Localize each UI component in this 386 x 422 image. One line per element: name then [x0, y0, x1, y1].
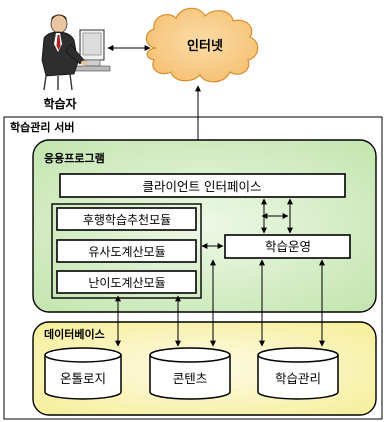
- client-interface-box: [59, 173, 346, 198]
- client-interface-label: 클라이언트 인터페이스: [143, 179, 262, 194]
- database-ontology-cylinder: [44, 347, 122, 400]
- person-at-computer-icon: [41, 14, 111, 91]
- module-box-successive: [56, 207, 197, 231]
- module-label-successive: 후행학습추천모듈: [83, 212, 171, 227]
- learning-operation-box: [224, 234, 351, 259]
- module-group: [51, 203, 202, 299]
- learning-operation-label: 학습운영: [265, 239, 311, 254]
- internet-cloud: [145, 7, 259, 83]
- database-learning-management-label: 학습관리: [275, 371, 321, 386]
- module-label-difficulty: 난이도계산모듈: [88, 276, 165, 290]
- database-contents-label: 콘텐츠: [173, 371, 208, 386]
- database-contents-cylinder: [149, 347, 231, 400]
- database-ontology-label: 온톨로지: [60, 371, 106, 386]
- module-box-similarity: [56, 239, 197, 263]
- database-learning-management-cylinder: [257, 347, 339, 400]
- database-title: 데이터베이스: [44, 327, 105, 341]
- server-title: 학습관리 서버: [10, 120, 75, 134]
- internet-label: 인터넷: [187, 38, 223, 54]
- module-label-similarity: 유사도계산모듈: [88, 245, 165, 259]
- module-box-difficulty: [56, 270, 197, 294]
- learner-label: 학습자: [43, 96, 76, 111]
- application-title: 응용프로그램: [44, 151, 105, 165]
